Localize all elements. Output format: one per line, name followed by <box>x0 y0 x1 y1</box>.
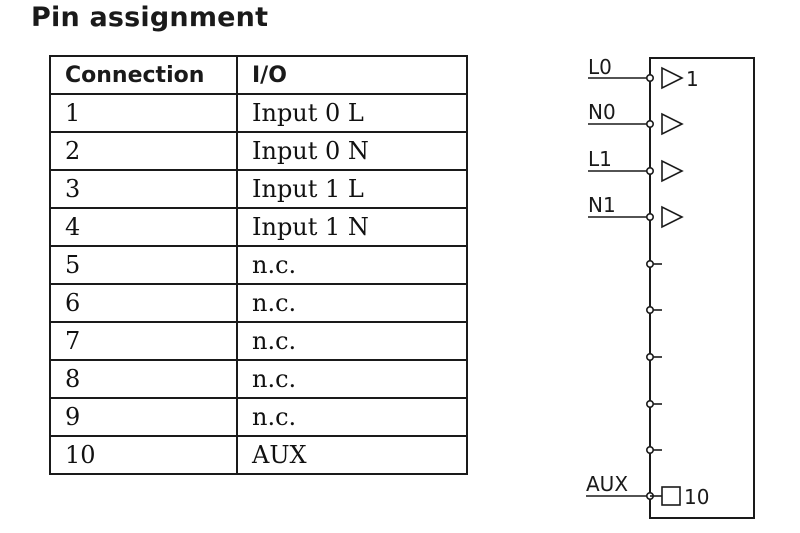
pin-label-l1: L1 <box>588 147 612 171</box>
module-box <box>649 57 755 519</box>
io-cell: Input 1 N <box>236 207 468 247</box>
pin-terminal <box>645 305 654 314</box>
io-cell: Input 0 N <box>236 131 468 171</box>
input-triangle-icon <box>661 205 684 229</box>
connection-cell: 4 <box>49 207 238 247</box>
connection-cell: 1 <box>49 93 238 133</box>
table-header-row: Connection I/O <box>49 55 468 95</box>
pin-label-n1: N1 <box>588 193 616 217</box>
io-cell: n.c. <box>236 359 468 399</box>
pin-terminal <box>645 352 654 361</box>
input-group-number: 1 <box>686 67 699 91</box>
pin-terminal <box>645 399 654 408</box>
io-cell: AUX <box>236 435 468 475</box>
io-cell: Input 1 L <box>236 169 468 209</box>
io-cell: n.c. <box>236 245 468 285</box>
pin-label-l0: L0 <box>588 55 612 79</box>
connection-cell: 2 <box>49 131 238 171</box>
pin-terminal <box>645 445 654 454</box>
connection-cell: 7 <box>49 321 238 361</box>
header-io: I/O <box>236 55 468 95</box>
io-cell: n.c. <box>236 321 468 361</box>
connection-cell: 9 <box>49 397 238 437</box>
pin-label-aux: AUX <box>586 472 628 496</box>
io-cell: Input 0 L <box>236 93 468 133</box>
pin-terminal <box>645 259 654 268</box>
connection-cell: 6 <box>49 283 238 323</box>
connection-cell: 3 <box>49 169 238 209</box>
input-triangle-icon <box>661 66 684 90</box>
pin-terminal <box>645 213 654 222</box>
input-triangle-icon <box>661 159 684 183</box>
io-cell: n.c. <box>236 283 468 323</box>
connection-cell: 5 <box>49 245 238 285</box>
pin-label-n0: N0 <box>588 100 616 124</box>
pin-terminal <box>645 167 654 176</box>
aux-number: 10 <box>684 485 709 509</box>
connection-cell: 8 <box>49 359 238 399</box>
header-connection: Connection <box>49 55 238 95</box>
aux-square-icon <box>661 486 681 506</box>
input-triangle-icon <box>661 112 684 136</box>
pin-terminal <box>645 120 654 129</box>
io-cell: n.c. <box>236 397 468 437</box>
connection-cell: 10 <box>49 435 238 475</box>
pin-terminal <box>645 74 654 83</box>
page-title: Pin assignment <box>31 2 269 33</box>
